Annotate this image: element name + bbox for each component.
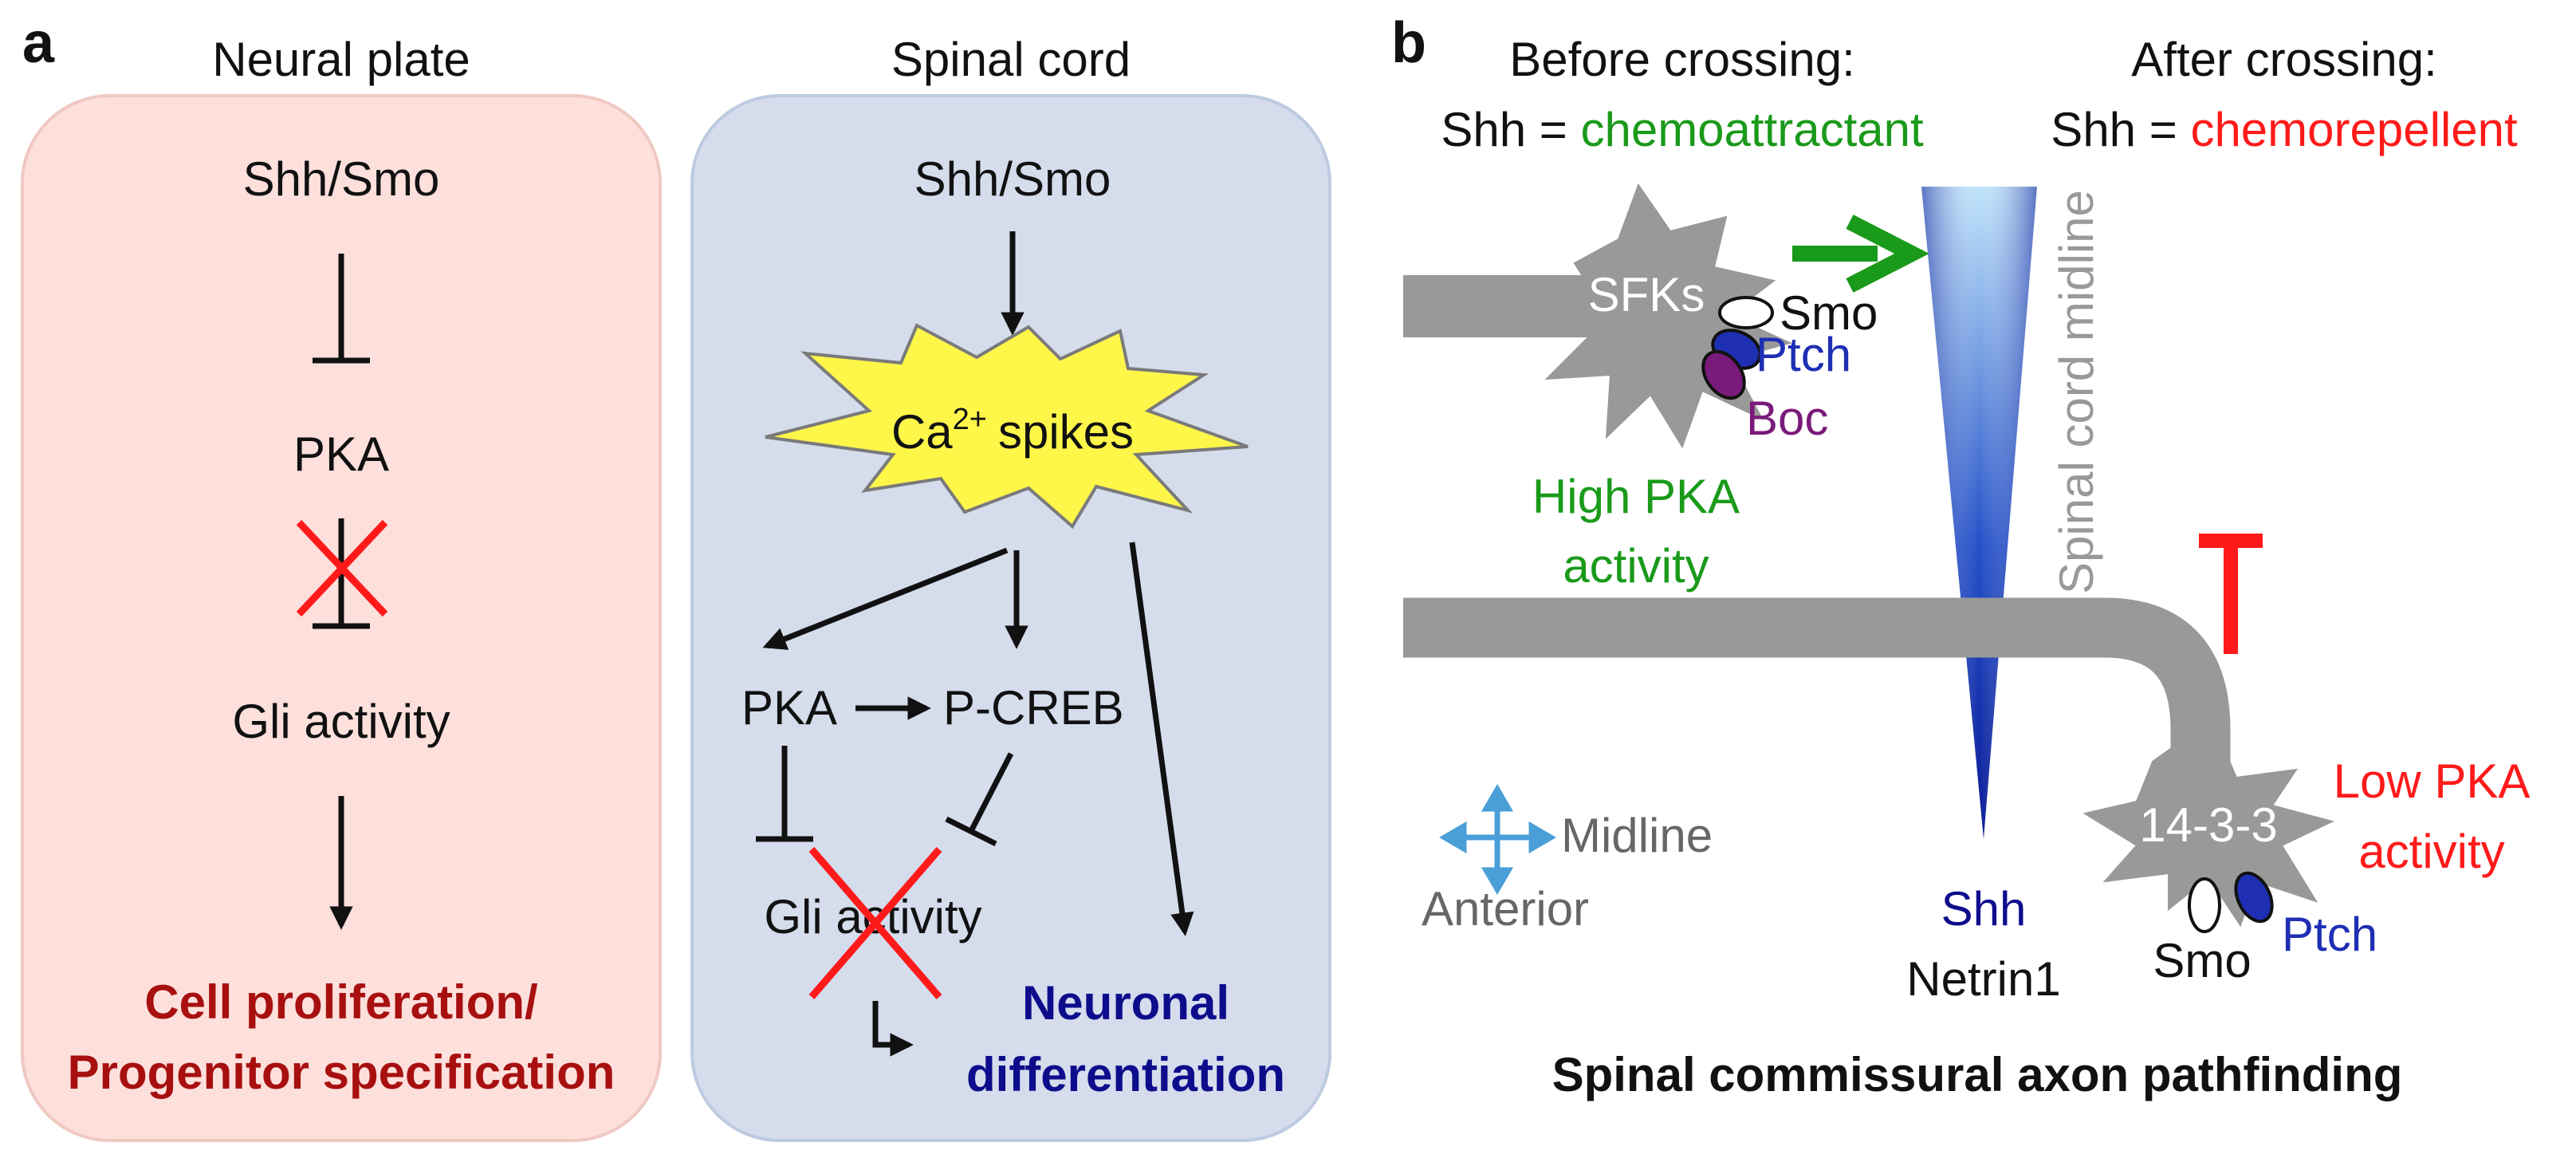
repulsion-bar-icon: [2199, 534, 2263, 654]
neural-plate-input: Shh/Smo: [243, 152, 440, 206]
neural-plate-gli: Gli activity: [232, 695, 450, 748]
red-cross-icon: [296, 519, 388, 617]
ptch-receptor-bottom: [2234, 871, 2274, 924]
before-crossing-role: Shh = chemoattractant: [1441, 103, 1924, 156]
boc-label: Boc: [1746, 392, 1828, 445]
panel-a-label: a: [22, 11, 55, 75]
neural-plate-pka: PKA: [293, 427, 389, 481]
spinal-pcreb: P-CREB: [943, 681, 1124, 735]
low-pka-line1: Low PKA: [2334, 754, 2531, 808]
spikes-word: spikes: [998, 405, 1134, 459]
panel-b-label: b: [1391, 11, 1426, 75]
arrow-to-neuronal: [1129, 542, 1194, 936]
after-crossing-role: Shh = chemorepellent: [2051, 103, 2518, 156]
smo-label-top: Smo: [1780, 286, 1878, 340]
spinal-cord-title: Spinal cord: [891, 33, 1131, 86]
midline-label: Spinal cord midline: [2050, 190, 2103, 594]
neural-plate-outcome-2: Progenitor specification: [68, 1046, 615, 1099]
ptch-label-bottom: Ptch: [2282, 908, 2377, 961]
boc-receptor: [1701, 349, 1746, 400]
sfks-label: SFKs: [1588, 268, 1705, 321]
smo-label-bottom: Smo: [2153, 934, 2251, 987]
shh-label: Shh: [1941, 882, 2027, 936]
chemoattractant-label: chemoattractant: [1580, 103, 1924, 156]
spinal-outcome-2: differentiation: [966, 1048, 1285, 1101]
chemorepellent-label: chemorepellent: [2190, 103, 2518, 156]
compass-midline-label: Midline: [1561, 809, 1713, 862]
blocked-inhibition: [296, 518, 388, 629]
ptch-label-top: Ptch: [1756, 328, 1851, 381]
after-crossing-title: After crossing:: [2131, 33, 2436, 86]
netrin-label: Netrin1: [1906, 952, 2060, 1006]
spinal-outcome-1: Neuronal: [1022, 976, 1229, 1030]
high-pka-line1: High PKA: [1532, 470, 1740, 523]
ca-symbol: Ca: [891, 405, 953, 459]
spinal-cord-column: Spinal cord Shh/Smo Ca2+ spikes PKA P-CRE…: [690, 33, 1331, 1142]
ca-spike-burst: [765, 323, 1249, 530]
high-pka-line2: activity: [1563, 539, 1709, 593]
pcreb-inhibits-gli: [945, 752, 1014, 847]
arrow-to-pka: [762, 547, 1009, 650]
neural-plate-title: Neural plate: [212, 33, 470, 86]
cone-1433-label: 14-3-3: [2139, 798, 2277, 852]
spinal-pka: PKA: [741, 681, 837, 735]
red-cross-icon: [808, 847, 942, 999]
pka-inhibits-gli: [756, 746, 813, 842]
lower-growth-cone: [2082, 740, 2334, 928]
after-prefix: Shh =: [2051, 103, 2190, 156]
compass-anterior-label: Anterior: [1422, 882, 1589, 936]
smo-receptor-bottom: [2188, 877, 2221, 933]
low-pka-line2: activity: [2358, 825, 2504, 878]
lower-axon: [1403, 597, 2231, 770]
ca-charge: 2+: [953, 403, 987, 436]
spinal-cord-input: Shh/Smo: [914, 152, 1111, 206]
neural-plate-column: Neural plate Shh/Smo PKA Gli activity: [21, 33, 662, 1142]
panel-a: a Neural plate Shh/Smo PKA Gli a: [21, 11, 1331, 1142]
panel-b: b Before crossing: Shh = chemoattractant…: [1391, 11, 2530, 1101]
before-prefix: Shh =: [1441, 103, 1580, 156]
smo-receptor-top: [1718, 296, 1774, 329]
panel-b-caption: Spinal commissural axon pathfinding: [1552, 1048, 2403, 1101]
compass-icon: [1439, 784, 1556, 895]
before-crossing-title: Before crossing:: [1509, 33, 1855, 86]
ca-spikes-label: Ca2+ spikes: [891, 403, 1134, 459]
elbow-arrow: [872, 1001, 914, 1057]
inhibition-bar: [313, 254, 370, 364]
midline-shading: [1921, 187, 2037, 839]
attraction-arrow-icon: [1792, 215, 1929, 293]
neural-plate-outcome-1: Cell proliferation/: [144, 975, 538, 1029]
